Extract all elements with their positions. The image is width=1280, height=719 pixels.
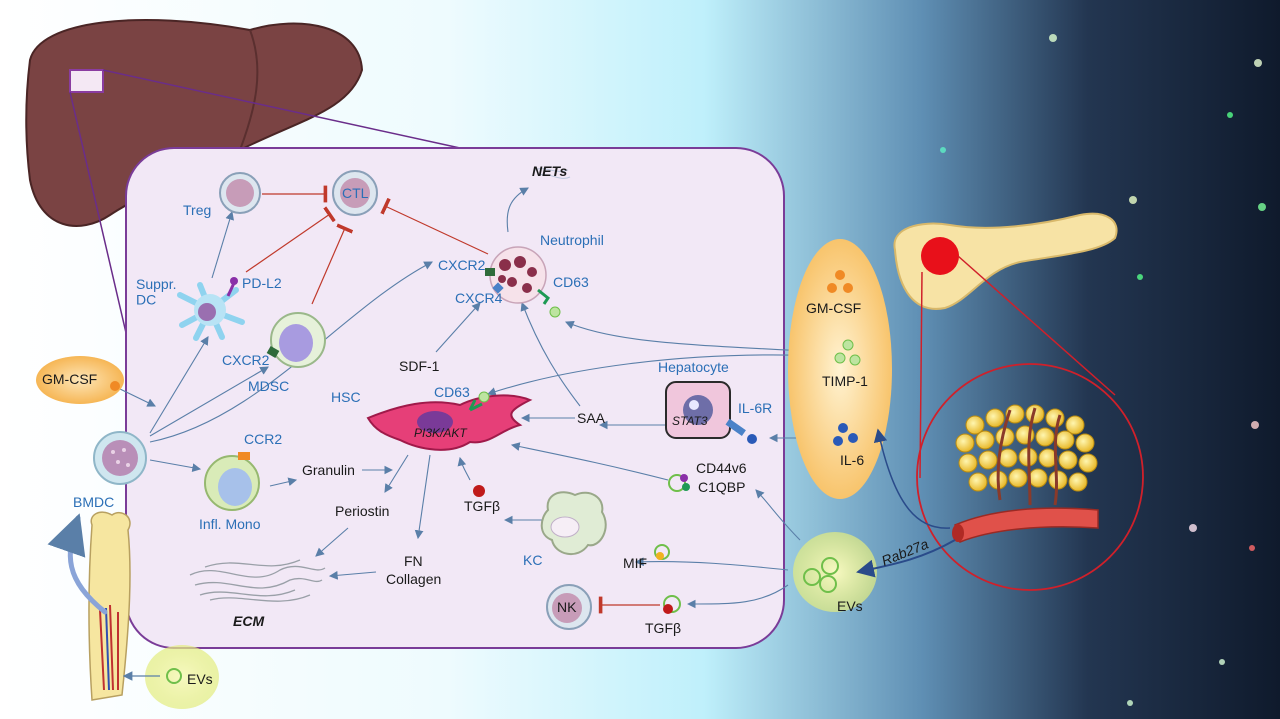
collagen-label: Collagen [386,571,441,587]
arrow [873,428,951,529]
ecm-fibers-icon [189,559,326,602]
cd44v6-label: CD44v6 [696,460,747,476]
tgfb-ev-icon [663,595,681,614]
cd44v6-ev-icon [668,474,690,492]
fluorescent-dots [940,34,1266,706]
sdf1-label: SDF-1 [399,358,440,374]
ccr2-label: CCR2 [244,431,282,447]
neutrophil-cell-icon [485,246,561,318]
cytokine-oval [788,239,892,499]
zoom-line [102,69,461,149]
monocyte-cell-icon [204,452,260,511]
hsc-cell-icon [366,391,533,451]
infl-mono-label: Infl. Mono [199,516,261,532]
ecm-label: ECM [233,613,264,629]
stat3-label: STAT3 [672,414,708,428]
pi3k-akt-label: PI3K/AKT [414,426,468,440]
neutrophil-label: Neutrophil [540,232,604,248]
timp1-molecules-icon [834,339,861,366]
mdsc-cell-icon [266,312,326,368]
tumor-zoom-circle [916,363,1144,591]
ctl-label: CTL [342,185,369,201]
hepatocyte-cell-icon [665,381,757,444]
il6r-label: IL-6R [738,400,772,416]
bmdc-mobilization-arrow [47,513,108,615]
cxcr4-label: CXCR4 [455,290,503,306]
timp1-label: TIMP-1 [822,373,868,389]
suppr-dc-label: Suppr.DC [136,276,176,307]
nk-cell-icon [546,584,592,630]
treg-label: Treg [183,202,211,218]
bmdc-cell-icon [93,431,147,485]
gm-csf-right-label: GM-CSF [806,300,861,316]
mdsc-label: MDSC [248,378,289,394]
nets-fibers-icon [534,168,571,179]
evs-bottom-label: EVs [187,671,213,687]
tgfb-label-1: TGFβ [464,498,500,514]
gm-csf-molecule-icon [110,381,120,391]
pd-l2-label: PD-L2 [242,275,282,291]
saa-label: SAA [577,410,606,426]
tgfb-label-2: TGFβ [645,620,681,636]
dendritic-cell-icon [177,277,245,341]
hsc-label: HSC [331,389,361,405]
inhibition-lines [245,185,660,614]
fn-label: FN [404,553,423,569]
gm-csf-left-label: GM-CSF [42,371,97,387]
zoom-line [69,91,131,351]
zoom-line [919,271,923,479]
nk-label: NK [557,599,577,615]
cxcr2-mdsc-label: CXCR2 [222,352,270,368]
cd63-hsc-label: CD63 [434,384,470,400]
ev-icon [166,668,182,684]
hepatocyte-label: Hepatocyte [658,359,729,375]
blood-vessel-icon [952,507,1099,544]
kc-label: KC [523,552,542,568]
il6-label: IL-6 [840,452,864,468]
gm-csf-blob [36,356,124,404]
nets-label: NETs [532,163,567,179]
evs-blob [145,645,219,709]
ev-icon [803,557,839,593]
tumor-icon [955,404,1098,492]
cd63-neutrophil-label: CD63 [553,274,589,290]
bone-icon [88,511,131,701]
zoom-line [957,255,1116,396]
periostin-label: Periostin [335,503,389,519]
evs-right-label: EVs [837,598,863,614]
ctl-cell-icon [332,170,378,216]
mif-label: MIF [623,555,647,571]
granulin-label: Granulin [302,462,355,478]
gm-csf-molecules-icon [827,270,853,293]
liver-microenvironment-panel [125,147,785,649]
il6-molecules-icon [833,423,858,446]
tgfb-molecule-icon [473,485,485,497]
mif-ev-icon [654,544,670,560]
kupffer-cell-icon [540,491,607,555]
c1qbp-label: C1QBP [698,479,745,495]
bmdc-label: BMDC [73,494,114,510]
cxcr2-neutrophil-label: CXCR2 [438,257,486,273]
tumor-vessels-icon [996,407,1062,506]
rab27a-arrow [856,539,956,578]
pancreas-icon [893,212,1118,310]
treg-cell-icon [219,172,261,214]
